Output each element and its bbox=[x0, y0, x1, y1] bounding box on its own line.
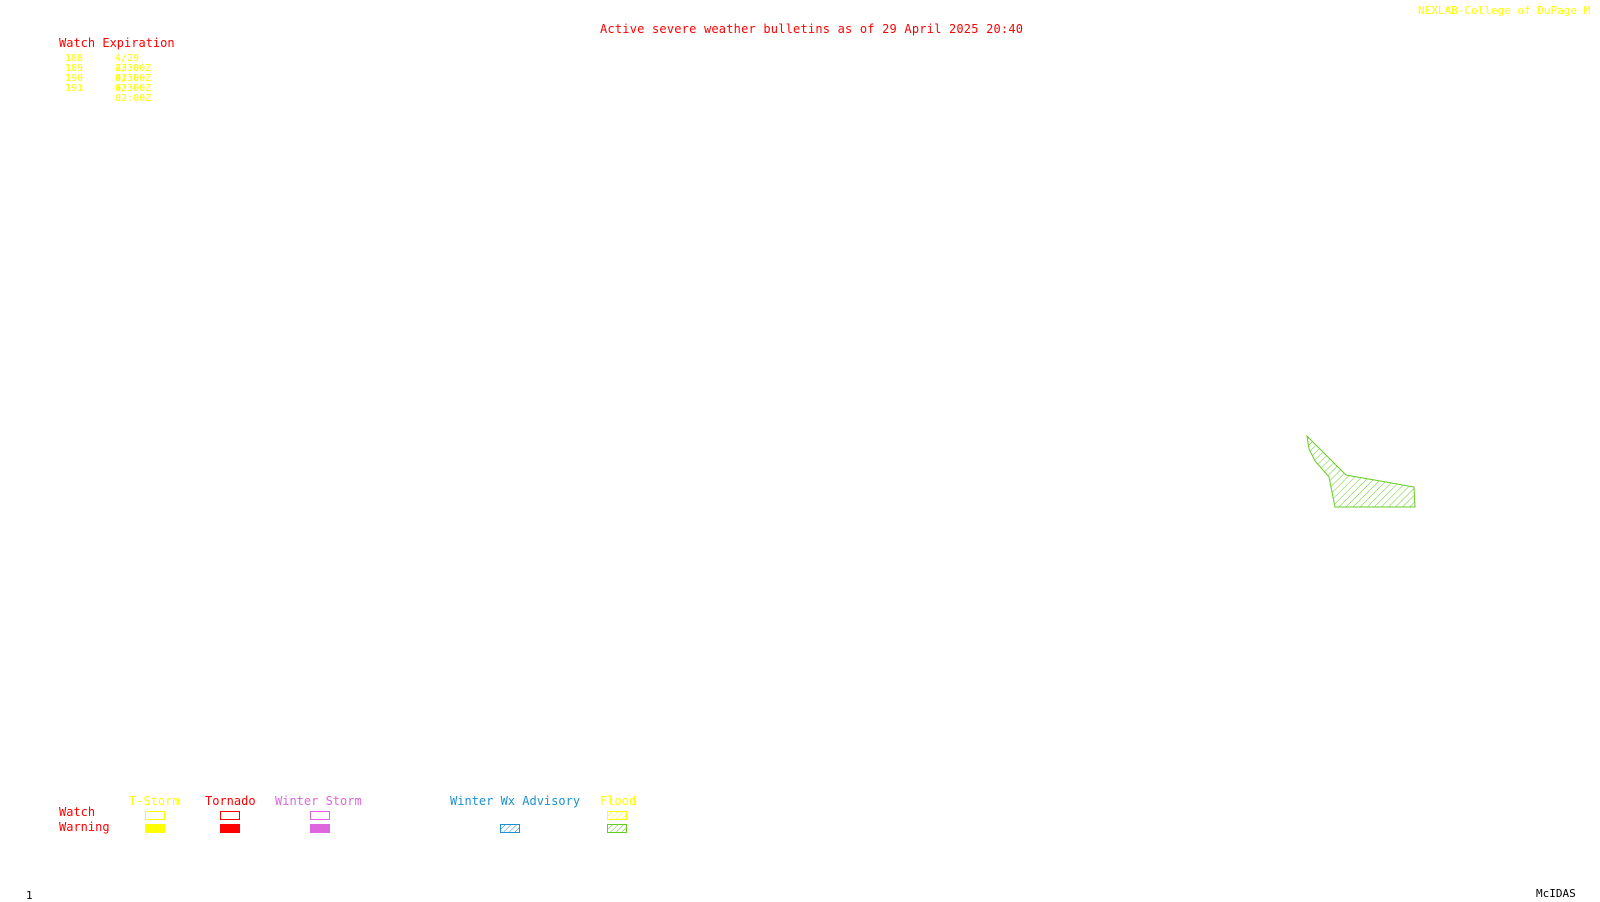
watch-expiration-time: 4/30 01:00Z bbox=[115, 63, 152, 84]
flood-warning-area bbox=[1306, 434, 1416, 508]
legend-winter-storm-label: Winter Storm bbox=[275, 794, 362, 808]
legend-tstorm-label: T-Storm bbox=[129, 794, 180, 808]
credit-label: NEXLAB-College of DuPage M bbox=[1418, 4, 1591, 17]
flood-watch-swatch bbox=[607, 811, 627, 820]
legend-flood-label: Flood bbox=[600, 794, 637, 808]
watch-expiration-time: 4/30 02:00Z bbox=[115, 73, 152, 94]
tstorm-warning-swatch bbox=[145, 824, 165, 833]
watch-number: 191 bbox=[65, 83, 84, 94]
legend-winter-advisory-label: Winter Wx Advisory bbox=[450, 794, 581, 808]
winter-storm-watch-swatch bbox=[310, 811, 330, 820]
watch-expiration-time: 4/29 23:00Z bbox=[115, 53, 152, 74]
frame-number: 1 bbox=[26, 889, 33, 902]
page-title: Active severe weather bulletins as of 29… bbox=[600, 22, 1024, 36]
watch-number: 190 bbox=[65, 73, 84, 84]
winter-advisory-swatch bbox=[500, 824, 520, 833]
watch-expiration-heading: Watch Expiration bbox=[59, 36, 175, 50]
legend-tornado-label: Tornado bbox=[205, 794, 256, 808]
watch-expiration-time: 4/30 02:00Z bbox=[115, 83, 152, 104]
watch-number: 188 bbox=[65, 53, 84, 64]
legend-watch-row-label: Watch bbox=[59, 805, 96, 819]
legend-warning-row-label: Warning bbox=[59, 820, 110, 834]
tornado-warning-swatch bbox=[220, 824, 240, 833]
software-label: McIDAS bbox=[1536, 887, 1576, 900]
tornado-watch-swatch bbox=[220, 811, 240, 820]
tstorm-watch-swatch bbox=[145, 811, 165, 820]
flood-warning-swatch bbox=[607, 824, 627, 833]
watch-number: 189 bbox=[65, 63, 84, 74]
winter-storm-warning-swatch bbox=[310, 824, 330, 833]
